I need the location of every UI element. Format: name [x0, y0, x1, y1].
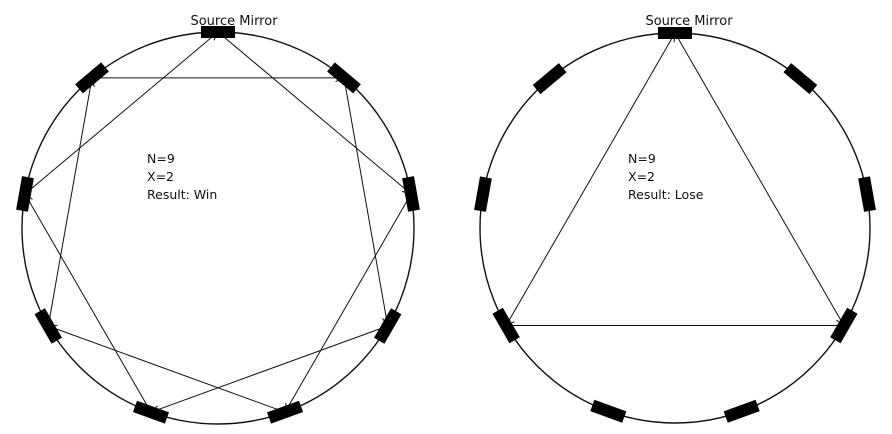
mirror: [783, 63, 818, 95]
mirror: [75, 62, 109, 94]
info-result-left: Result: Win: [147, 187, 217, 202]
beam-arrow: [48, 326, 286, 413]
mirror: [327, 62, 361, 94]
info-x-left: X=2: [147, 169, 174, 184]
source-mirror-label-left: Source Mirror: [190, 14, 278, 29]
beam-arrow: [151, 325, 388, 412]
source-mirror: [658, 27, 692, 39]
mirrors-right: [474, 27, 876, 423]
mirror: [34, 308, 62, 344]
source-mirror: [201, 26, 235, 38]
mirror: [532, 63, 567, 95]
beam-arrow: [25, 194, 152, 413]
beam-arrow: [47, 78, 92, 327]
mirror: [492, 307, 520, 344]
mirror: [16, 176, 34, 212]
mirror: [830, 307, 858, 344]
diagram-left: Source Mirror N=9 X=2 Result: Win: [16, 14, 420, 425]
info-result-right: Result: Lose: [628, 187, 704, 202]
beam-arrow: [24, 32, 218, 195]
beam-paths-right: [506, 33, 844, 326]
mirror: [723, 399, 760, 423]
mirror: [132, 400, 169, 424]
mirror: [374, 308, 402, 344]
beam-arrow: [343, 77, 388, 326]
beam-arrow: [674, 32, 844, 326]
info-x-right: X=2: [628, 169, 655, 184]
info-n-left: N=9: [147, 151, 175, 166]
info-n-right: N=9: [628, 151, 656, 166]
mirrors-left: [16, 26, 420, 424]
mirror: [474, 176, 492, 212]
beam-arrow: [285, 193, 412, 412]
beam-paths-left: [25, 32, 411, 412]
diagram-right: Source Mirror N=9 X=2 Result: Lose: [474, 14, 876, 424]
mirror: [590, 399, 627, 423]
beam-arrow: [505, 33, 675, 326]
mirror: [402, 176, 420, 212]
source-mirror-label-right: Source Mirror: [645, 14, 733, 29]
mirror: [858, 176, 876, 212]
mirror: [267, 400, 304, 424]
beam-arrow: [217, 31, 411, 194]
